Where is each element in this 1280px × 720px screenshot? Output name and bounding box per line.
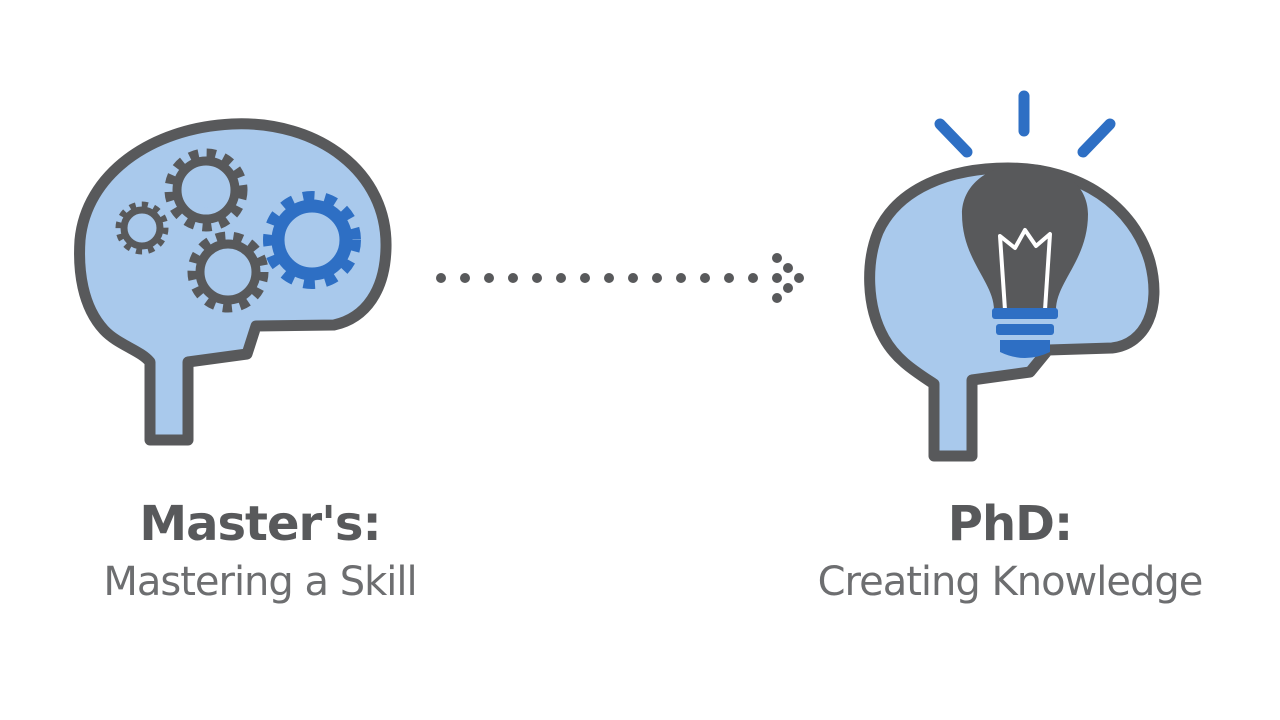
small-gear-icon (115, 201, 169, 255)
masters-title: Master's: (139, 496, 381, 552)
brain-with-lightbulb-icon (864, 90, 1160, 462)
top-gear-icon (164, 148, 248, 232)
bottom-gear-icon (187, 231, 269, 313)
brain-with-gears-icon (74, 118, 392, 446)
lightbulb-icon (962, 164, 1088, 358)
dotted-arrow-icon (436, 253, 804, 303)
masters-subtitle: Mastering a Skill (103, 559, 417, 605)
phd-title: PhD: (947, 496, 1073, 552)
filament-icon (998, 228, 1052, 311)
blue-gear-icon (263, 191, 361, 289)
light-rays-icon (934, 90, 1116, 158)
phd-caption: PhD: Creating Knowledge (760, 494, 1260, 610)
masters-caption: Master's: Mastering a Skill (40, 494, 480, 610)
phd-subtitle: Creating Knowledge (817, 559, 1204, 605)
